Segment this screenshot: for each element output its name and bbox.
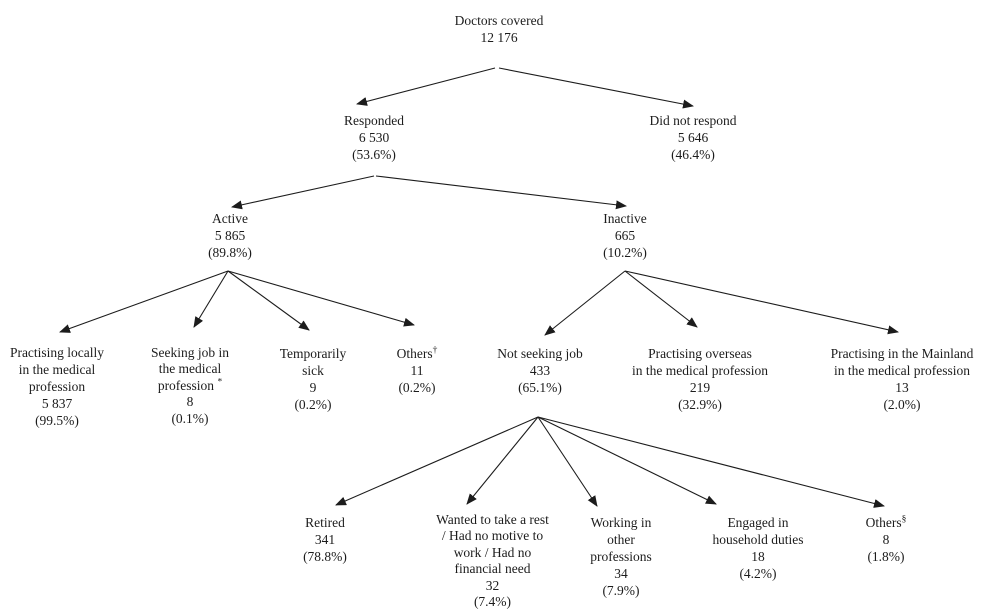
node-working-other-professions: Working in other professions 34 (7.9%)	[571, 514, 671, 599]
node-label: Not seeking job	[497, 346, 583, 361]
node-practising-locally: Practising locally in the medical profes…	[0, 344, 117, 429]
node-percent: (7.4%)	[473, 594, 512, 610]
node-label: Doctors covered	[454, 13, 544, 28]
node-percent: (0.2%)	[294, 397, 332, 412]
node-inactive: Inactive 665 (10.2%)	[575, 210, 675, 261]
node-retired: Retired 341 (78.8%)	[275, 514, 375, 565]
node-label: Engaged in	[727, 515, 789, 530]
node-label: Others§	[865, 514, 907, 530]
arrow-root-to-responded	[356, 67, 496, 106]
node-percent: (0.2%)	[398, 380, 436, 395]
node-value: 433	[529, 363, 551, 378]
node-active: Active 5 865 (89.8%)	[180, 210, 280, 261]
node-value: 13	[895, 380, 909, 395]
node-label: Temporarily	[279, 346, 347, 361]
node-value: 8	[186, 394, 194, 410]
node-percent: (65.1%)	[518, 380, 562, 395]
arrow-inactive-to-practising-overseas	[624, 270, 698, 328]
node-practising-overseas: Practising overseas in the medical profe…	[620, 345, 780, 413]
node-label: Active	[212, 211, 248, 226]
node-label: financial need	[454, 561, 531, 577]
node-percent: (4.2%)	[739, 566, 777, 581]
node-label: Did not respond	[649, 113, 737, 128]
node-label: Retired	[305, 515, 345, 530]
node-others-active: Others† 11 (0.2%)	[372, 345, 462, 396]
arrow-notseeking-to-engaged-household	[537, 416, 717, 505]
footnote-marker-section: §	[901, 514, 907, 525]
node-value: 6 530	[358, 130, 390, 145]
node-label: other	[607, 532, 635, 547]
node-percent: (53.6%)	[352, 147, 396, 162]
node-label: Practising in the Mainland	[830, 346, 974, 361]
node-label: professions	[590, 549, 652, 564]
node-value: 8	[882, 532, 890, 547]
node-value: 34	[614, 566, 628, 581]
arrow-notseeking-to-wanted-rest	[466, 416, 539, 505]
node-percent: (99.5%)	[35, 413, 79, 428]
node-temporarily-sick: Temporarily sick 9 (0.2%)	[263, 345, 363, 413]
arrow-notseeking-to-retired	[335, 416, 539, 506]
node-label: Working in	[590, 515, 652, 530]
arrow-inactive-to-not-seeking-job	[544, 270, 626, 336]
node-label: in the medical profession	[833, 363, 971, 378]
node-label: in the medical	[18, 362, 96, 377]
footnote-marker-asterisk: *	[217, 377, 223, 388]
arrow-notseeking-to-others	[537, 416, 885, 508]
arrow-root-to-did-not-respond	[498, 67, 694, 109]
node-value: 665	[614, 228, 636, 243]
node-value: 12 176	[480, 30, 518, 45]
node-percent: (89.8%)	[208, 245, 252, 260]
footnote-marker-dagger: †	[432, 345, 438, 356]
node-label: Wanted to take a rest	[436, 512, 549, 527]
node-percent: (78.8%)	[303, 549, 347, 564]
node-label: household duties	[712, 532, 804, 547]
node-value: 219	[689, 380, 711, 395]
node-responded: Responded 6 530 (53.6%)	[304, 112, 444, 163]
node-label: Inactive	[603, 211, 647, 226]
node-value: 32	[485, 577, 500, 593]
node-value: 18	[751, 549, 765, 564]
node-percent: (10.2%)	[603, 245, 647, 260]
node-percent: (2.0%)	[883, 397, 921, 412]
node-value: 11	[410, 363, 424, 378]
arrow-active-to-practising-locally	[59, 270, 229, 333]
node-label: Seeking job in	[151, 345, 229, 360]
node-value: 5 646	[677, 130, 709, 145]
node-label: sick	[302, 363, 324, 378]
node-doctors-covered: Doctors covered 12 176	[419, 12, 579, 46]
node-wanted-rest: Wanted to take a rest / Had no motive to…	[410, 512, 575, 610]
node-label: Practising overseas	[648, 346, 752, 361]
node-not-seeking-job: Not seeking job 433 (65.1%)	[470, 345, 610, 396]
node-value: 341	[314, 532, 336, 547]
node-percent: (0.1%)	[171, 410, 209, 426]
arrow-active-to-others	[227, 270, 415, 327]
node-label: Practising locally	[9, 345, 105, 360]
arrow-active-to-temporarily-sick	[227, 270, 310, 331]
node-value: 5 865	[214, 228, 246, 243]
arrow-notseeking-to-working-other	[537, 416, 598, 507]
node-label: in the medical profession	[631, 363, 769, 378]
node-engaged-household-duties: Engaged in household duties 18 (4.2%)	[698, 514, 818, 582]
arrow-inactive-to-practising-mainland	[624, 270, 899, 335]
node-label: profession *	[157, 377, 223, 393]
node-label: / Had no motive to	[441, 528, 544, 544]
node-percent: (7.9%)	[602, 583, 640, 598]
node-value: 9	[309, 380, 317, 395]
arrow-responded-to-active	[231, 175, 375, 210]
node-label: Others†	[396, 345, 438, 361]
node-others-inactive: Others§ 8 (1.8%)	[841, 514, 931, 565]
node-label: the medical	[158, 361, 222, 377]
node-percent: (1.8%)	[867, 549, 905, 564]
node-value: 5 837	[41, 396, 73, 411]
node-did-not-respond: Did not respond 5 646 (46.4%)	[608, 112, 778, 163]
node-label: work / Had no	[453, 544, 532, 560]
node-practising-mainland: Practising in the Mainland in the medica…	[812, 345, 992, 413]
node-seeking-job: Seeking job in the medical profession * …	[130, 345, 250, 427]
node-label: profession	[28, 379, 86, 394]
node-label: Responded	[344, 113, 404, 128]
arrow-responded-to-inactive	[375, 175, 627, 210]
arrow-active-to-seeking-job	[193, 270, 229, 328]
node-percent: (32.9%)	[678, 397, 722, 412]
node-percent: (46.4%)	[671, 147, 715, 162]
